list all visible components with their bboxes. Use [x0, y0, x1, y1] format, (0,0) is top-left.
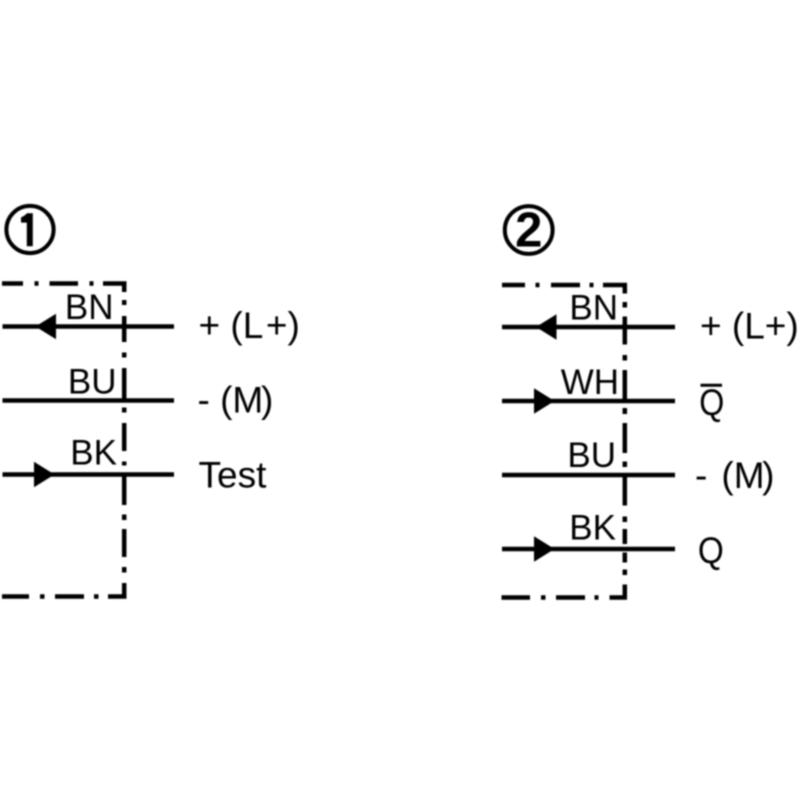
svg-text:BN: BN — [65, 288, 114, 327]
svg-text:Test: Test — [199, 455, 268, 496]
svg-text:+ (L+): + (L+) — [700, 306, 799, 347]
svg-text:Q: Q — [699, 383, 724, 424]
svg-text:Q: Q — [698, 530, 724, 571]
svg-text:BK: BK — [569, 509, 616, 548]
svg-text:2: 2 — [515, 203, 542, 257]
svg-text:BN: BN — [569, 289, 618, 328]
svg-text:BU: BU — [567, 436, 616, 475]
svg-text:- (M): - (M) — [198, 380, 274, 421]
svg-text:- (M): - (M) — [695, 455, 774, 496]
svg-text:BK: BK — [70, 434, 117, 473]
svg-text:+ (L+): + (L+) — [199, 305, 300, 346]
svg-text:WH: WH — [561, 363, 619, 402]
svg-text:BU: BU — [68, 363, 117, 402]
